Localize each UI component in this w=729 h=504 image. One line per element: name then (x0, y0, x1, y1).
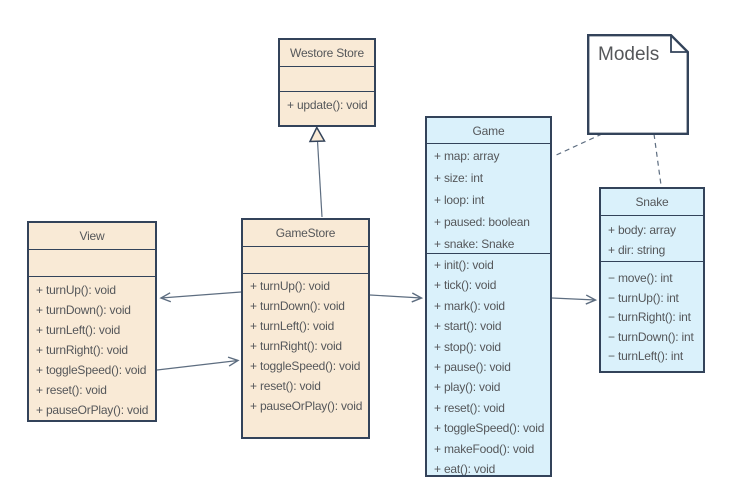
class-snake-attributes: + body: array + dir: string (601, 216, 703, 262)
method-row: − move(): int (608, 271, 673, 285)
class-snake-title: Snake (601, 189, 703, 216)
class-gamestore[interactable]: GameStore + turnUp(): void + turnDown():… (241, 218, 370, 439)
method-row: + turnRight(): void (250, 339, 342, 353)
method-row: + eat(): void (434, 462, 496, 475)
class-game-methods: + init(): void + tick(): void + mark(): … (427, 254, 550, 475)
method-row: − turnLeft(): int (608, 349, 683, 363)
method-row: + reset(): void (36, 383, 107, 397)
method-row: + makeFood(): void (434, 441, 535, 456)
attribute-row: + loop: int (434, 193, 485, 207)
note-shape-icon (587, 34, 689, 135)
arrow-game-to-snake (551, 298, 596, 300)
dashed-link-models-to-snake (653, 133, 662, 186)
method-row: + turnUp(): void (250, 279, 330, 293)
method-row: + turnLeft(): void (250, 319, 335, 333)
method-row: + stop(): void (434, 339, 501, 354)
method-row: + pauseOrPlay(): void (36, 403, 149, 417)
inheritance-triangle-icon (308, 125, 326, 143)
class-view-methods: + turnUp(): void + turnDown(): void + tu… (29, 277, 155, 420)
method-row: + turnRight(): void (36, 343, 128, 357)
method-row: − turnDown(): int (608, 329, 694, 344)
class-westore-store-methods: + update(): void (280, 92, 374, 125)
method-row: + tick(): void (434, 278, 497, 293)
method-row: + pause(): void (434, 360, 511, 375)
method-row: + turnUp(): void (36, 283, 116, 297)
class-gamestore-methods: + turnUp(): void + turnDown(): void + tu… (243, 274, 368, 437)
method-row: + turnDown(): void (36, 303, 131, 317)
attribute-row: + size: int (434, 171, 483, 185)
method-row: + mark(): void (434, 298, 505, 313)
method-row: + update(): void (287, 98, 368, 112)
class-game-attributes: + map: array + size: int + loop: int + p… (427, 144, 550, 254)
method-row: + turnDown(): void (250, 299, 345, 313)
method-row: + pauseOrPlay(): void (250, 399, 363, 413)
method-row: + play(): void (434, 380, 501, 395)
class-snake-methods: − move(): int − turnUp(): int − turnRigh… (601, 262, 703, 371)
class-snake[interactable]: Snake + body: array + dir: string − move… (599, 187, 705, 373)
class-westore-store-title: Westore Store (280, 40, 374, 67)
method-row: + toggleSpeed(): void (434, 421, 545, 436)
note-models-label: Models (598, 44, 660, 65)
class-view[interactable]: View + turnUp(): void + turnDown(): void… (27, 221, 157, 422)
class-game[interactable]: Game + map: array + size: int + loop: in… (425, 116, 552, 477)
method-row: − turnRight(): int (608, 310, 691, 324)
method-row: + reset(): void (434, 400, 505, 415)
class-view-title: View (29, 223, 155, 250)
inheritance-line-gamestore-westore (316, 140, 323, 218)
class-gamestore-attributes (243, 247, 368, 274)
class-westore-store[interactable]: Westore Store + update(): void (278, 38, 376, 127)
method-row: + toggleSpeed(): void (250, 359, 361, 373)
class-gamestore-title: GameStore (243, 220, 368, 247)
arrow-gamestore-to-view (161, 291, 242, 298)
attribute-row: + body: array (608, 223, 676, 237)
attribute-row: + paused: boolean (434, 215, 530, 229)
attribute-row: + dir: string (608, 243, 666, 257)
attribute-row: + snake: Snake (434, 237, 515, 251)
method-row: + start(): void (434, 319, 502, 334)
method-row: + turnLeft(): void (36, 323, 121, 337)
dashed-link-models-to-game (552, 133, 603, 158)
class-westore-store-attributes (280, 67, 374, 92)
arrow-gamestore-to-game (369, 295, 422, 298)
method-row: − turnUp(): int (608, 290, 679, 305)
method-row: + toggleSpeed(): void (36, 363, 147, 377)
method-row: + init(): void (434, 258, 494, 272)
note-models[interactable]: Models (587, 34, 689, 135)
attribute-row: + map: array (434, 149, 500, 163)
class-view-attributes (29, 250, 155, 277)
arrow-view-to-gamestore (156, 361, 238, 371)
class-game-title: Game (427, 118, 550, 144)
method-row: + reset(): void (250, 379, 321, 393)
